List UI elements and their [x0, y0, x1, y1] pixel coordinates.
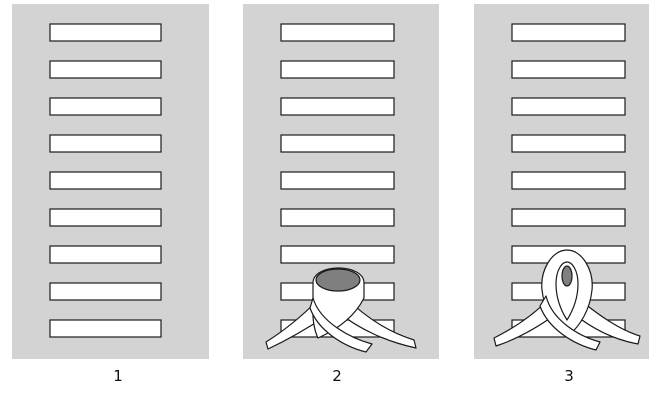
band-strap-left [265, 299, 327, 350]
slot [280, 60, 395, 79]
slot [49, 134, 162, 153]
slot [511, 208, 626, 227]
slot [511, 23, 626, 42]
panel-step-2 [243, 4, 439, 359]
slot [49, 319, 162, 338]
band-strap-left [493, 299, 557, 347]
band-loop-inside [315, 268, 361, 292]
slot [49, 60, 162, 79]
slot [511, 97, 626, 116]
slot [280, 208, 395, 227]
band-knot-hole [561, 265, 573, 287]
slot [49, 97, 162, 116]
band-strap-right [573, 299, 641, 345]
slot [280, 23, 395, 42]
panel-step-1 [12, 4, 209, 359]
step-number-2: 2 [332, 367, 342, 385]
slot [511, 134, 626, 153]
band-crossing [265, 267, 417, 353]
slot [49, 282, 162, 301]
slot [49, 23, 162, 42]
panel-step-3 [474, 4, 649, 359]
band-knot [493, 249, 641, 351]
band-crossing-ribbon [309, 297, 373, 353]
slot [49, 171, 162, 190]
slot-column [49, 23, 162, 338]
slot [511, 60, 626, 79]
band-crossing-ribbon [539, 295, 601, 351]
step-number-1: 1 [113, 367, 123, 385]
slot [280, 245, 395, 264]
slot [280, 97, 395, 116]
slot [49, 245, 162, 264]
slot [511, 171, 626, 190]
slot [49, 208, 162, 227]
step-number-3: 3 [564, 367, 574, 385]
slot [280, 171, 395, 190]
slot [280, 134, 395, 153]
